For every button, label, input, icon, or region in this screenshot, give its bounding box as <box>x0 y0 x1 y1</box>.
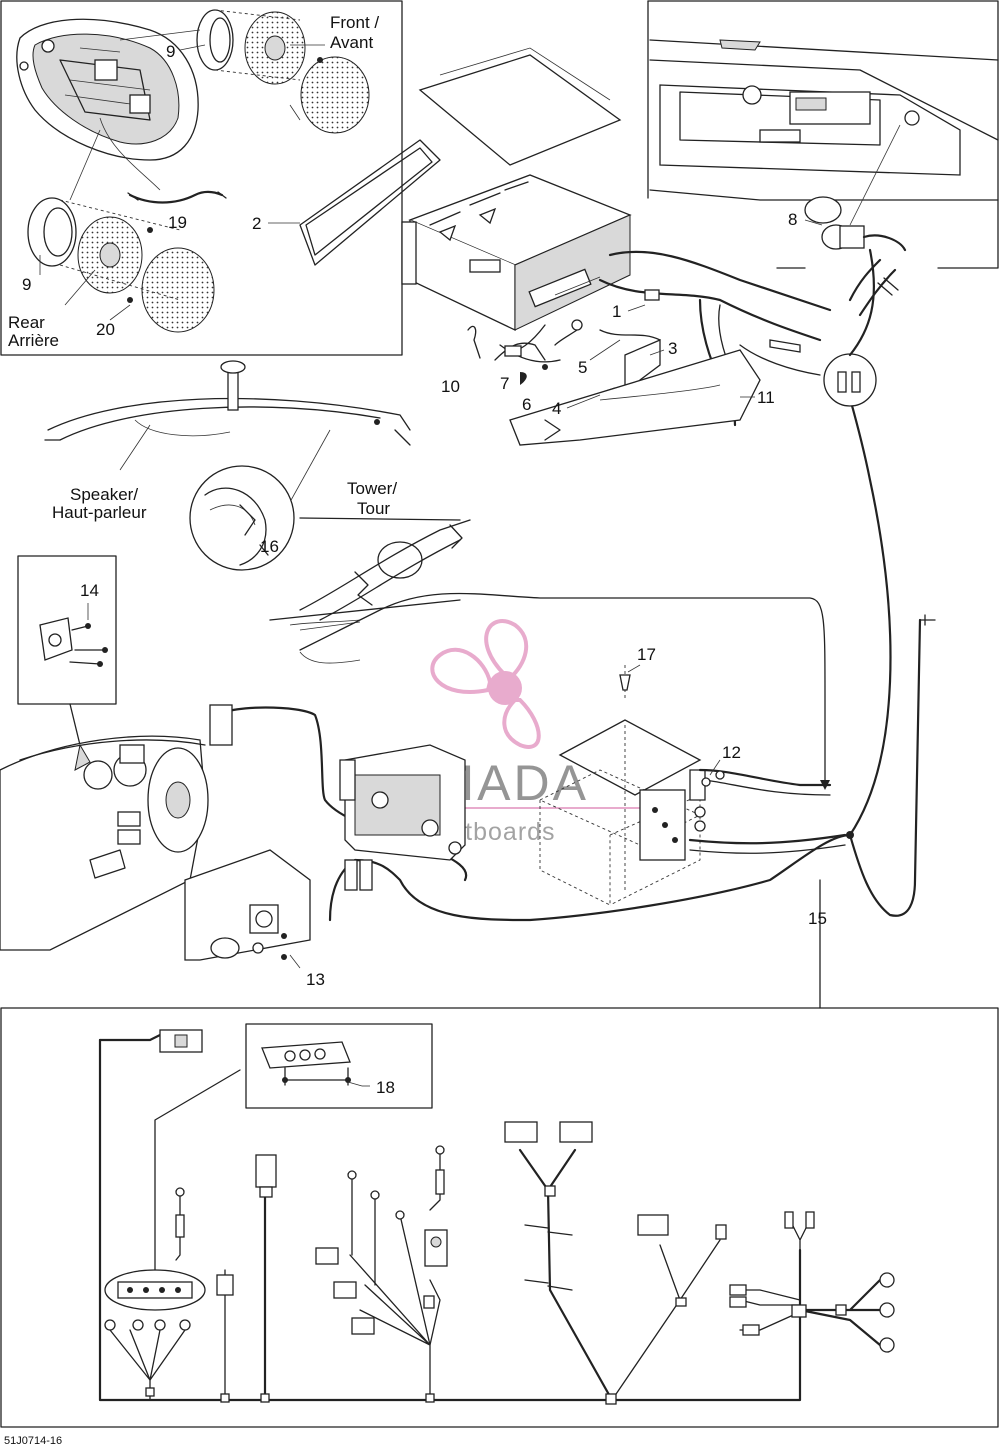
tower-speaker-assembly <box>44 360 411 521</box>
dash-console-inset <box>649 39 999 226</box>
callout-10: 10 <box>441 377 460 396</box>
callout-4: 4 <box>552 399 561 418</box>
screw-17 <box>619 665 631 700</box>
label-rear: Rear <box>8 313 45 332</box>
callout-16: 16 <box>260 537 279 556</box>
label-front: Front / <box>330 13 379 32</box>
callout-11: 11 <box>757 388 775 407</box>
callout-15: 15 <box>808 909 827 928</box>
leader-lines-topleft <box>39 29 325 321</box>
rca-harness-15 <box>328 378 936 1009</box>
callout-3: 3 <box>668 339 677 358</box>
callout-2: 2 <box>252 214 261 233</box>
callout-20: 20 <box>96 320 115 339</box>
callout-18: 18 <box>376 1078 395 1097</box>
callout-5: 5 <box>578 358 587 377</box>
accessory-socket-8 <box>804 196 907 252</box>
propeller-logo-icon <box>430 619 541 749</box>
boat-hull-topview <box>16 18 199 191</box>
callout-19: 19 <box>168 213 187 232</box>
rca-detail-circle <box>823 248 877 407</box>
callout-numbers: 1 2 3 4 5 6 7 8 9 9 10 11 12 13 14 15 16… <box>22 42 827 1097</box>
label-haut-parleur: Haut-parleur <box>52 503 147 522</box>
stereo-receiver-unit <box>401 174 632 332</box>
diagram-text-labels: Front / Avant Rear Arrière Speaker/ Haut… <box>8 13 397 522</box>
callout-13: 13 <box>306 970 325 989</box>
label-tower: Tower/ <box>347 479 397 498</box>
callout-6: 6 <box>522 395 531 414</box>
tower-detail-circle <box>189 465 295 571</box>
speaker-harness-branch <box>504 1121 727 1405</box>
switch-panel-harness <box>104 1069 241 1401</box>
callout-9-rear: 9 <box>22 275 31 294</box>
rear-speaker-assembly <box>27 197 215 333</box>
label-tour: Tour <box>357 499 390 518</box>
callout-9-front: 9 <box>166 42 175 61</box>
power-lead-6-7 <box>494 342 546 385</box>
speaker-wire-harness-19 <box>127 190 227 204</box>
callout-12: 12 <box>722 743 741 762</box>
label-speaker: Speaker/ <box>70 485 138 504</box>
amplifier-unit-12 <box>538 719 706 906</box>
callout-8: 8 <box>788 210 797 229</box>
callout-17: 17 <box>637 645 656 664</box>
main-wire-harness <box>98 1029 895 1402</box>
amp-output-leads <box>688 768 847 854</box>
dash-plug-13 <box>184 849 311 969</box>
tower-tube-section <box>269 517 471 631</box>
callout-1: 1 <box>612 302 621 321</box>
amplifier-bracket <box>339 744 466 861</box>
radio-cover-5 <box>418 47 622 166</box>
callout-7: 7 <box>500 374 509 393</box>
label-avant: Avant <box>330 33 373 52</box>
figure-code: 51J0714-16 <box>4 1435 62 1447</box>
dash-panel-section <box>509 349 761 446</box>
label-arriere: Arrière <box>8 331 59 350</box>
switch-bracket-14 <box>39 617 108 746</box>
mounting-gasket-2 <box>299 139 441 266</box>
callout-leaders <box>87 219 823 1087</box>
switch-plate-18 <box>261 1041 351 1086</box>
callout-14: 14 <box>80 581 99 600</box>
harness-connectors-mid <box>216 1145 448 1403</box>
front-speaker-assembly <box>196 9 370 134</box>
helm-dashboard <box>0 735 209 951</box>
cable-tie-10 <box>467 325 481 359</box>
